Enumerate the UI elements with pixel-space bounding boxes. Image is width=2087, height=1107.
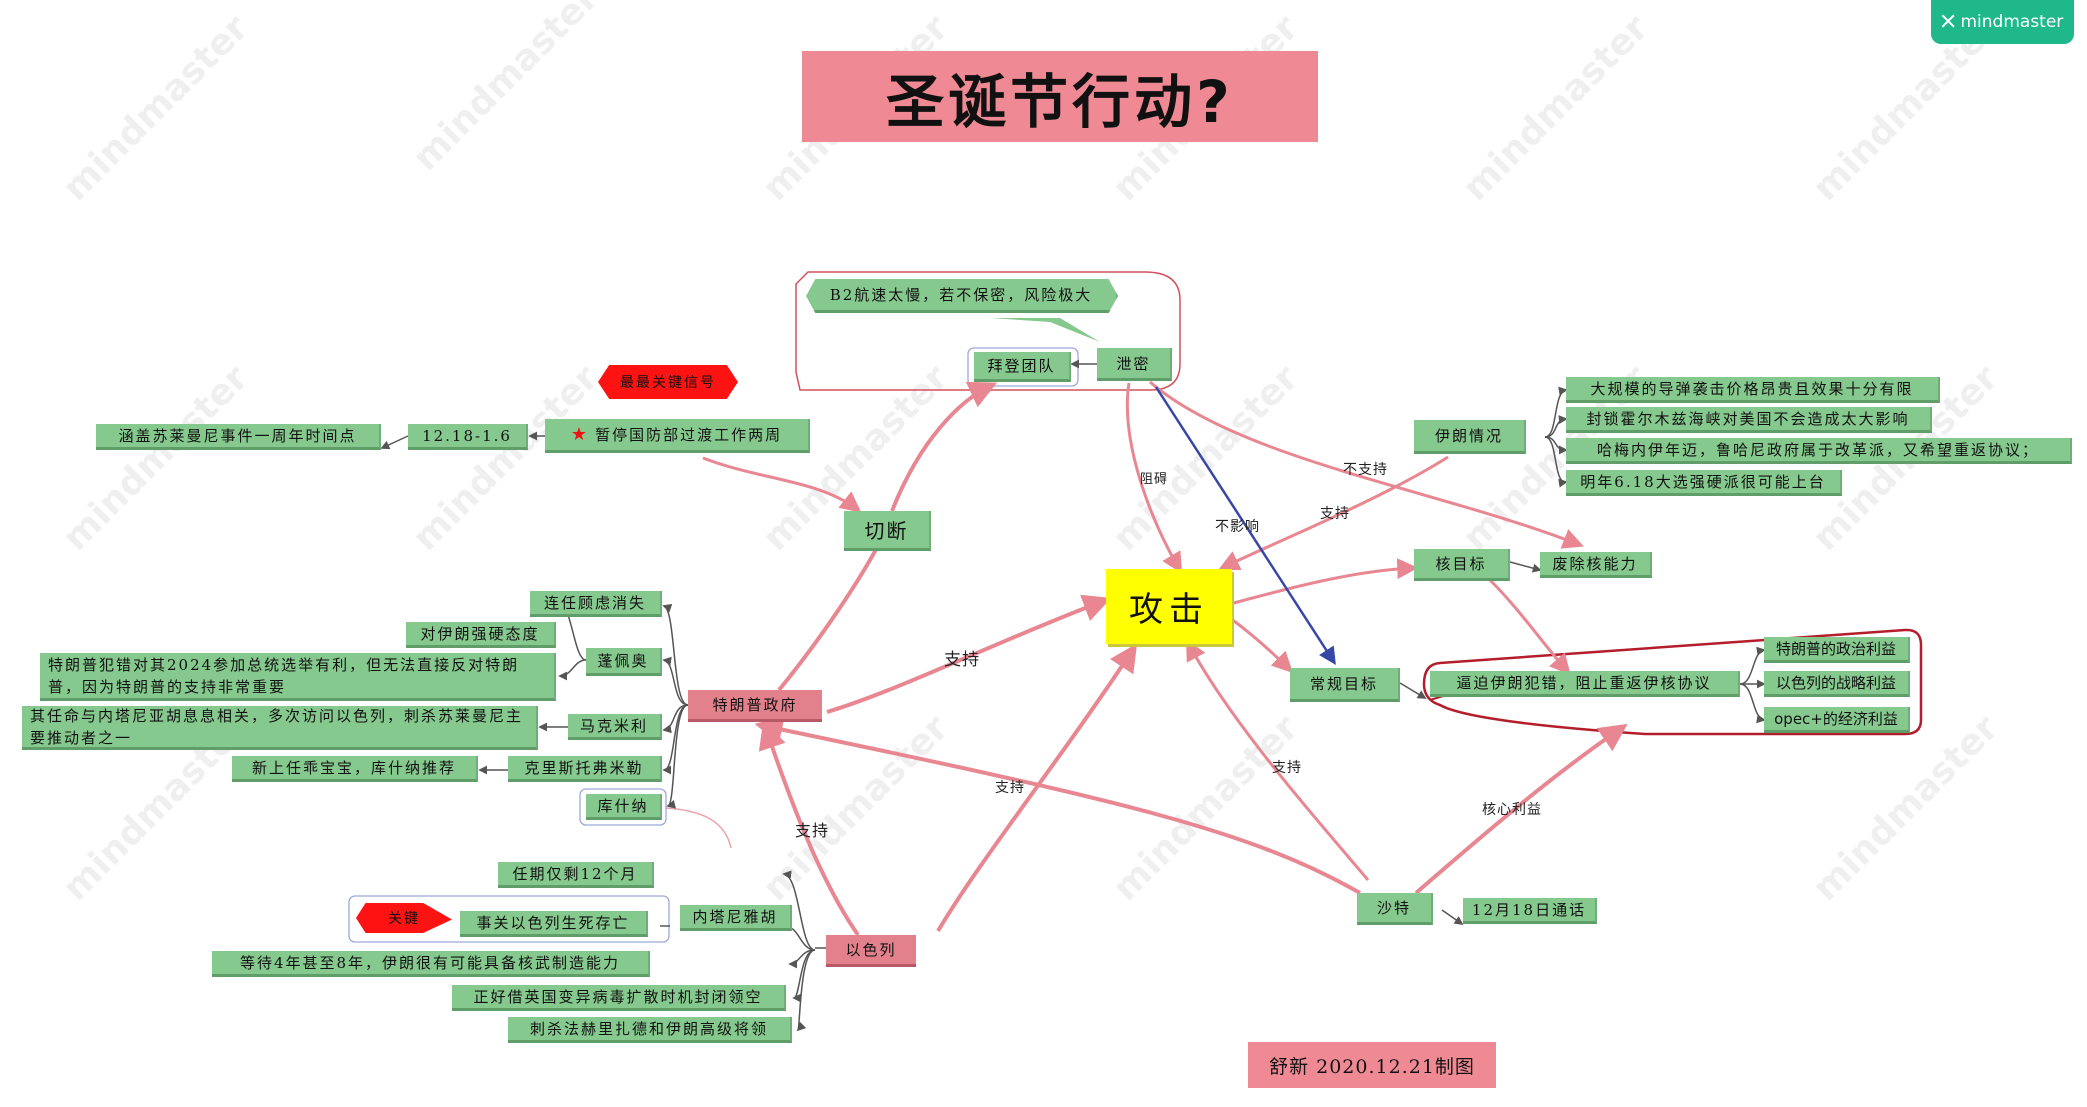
edge-label-support: 支持: [995, 780, 1025, 796]
node-call-1218[interactable]: 12月18日通话: [1463, 898, 1597, 924]
node-conventional-target[interactable]: 常规目标: [1290, 668, 1400, 702]
node-cutoff[interactable]: 切断: [844, 511, 931, 551]
node-force-iran[interactable]: 逼迫伊朗犯错，阻止重返伊核协议: [1430, 671, 1740, 697]
node-kristoph-1[interactable]: 新上任乖宝宝，库什纳推荐: [232, 756, 478, 782]
node-soleimani[interactable]: 涵盖苏莱曼尼事件一周年时间点: [96, 424, 381, 450]
center-node-attack[interactable]: 攻击: [1106, 569, 1232, 644]
node-pompeo-1[interactable]: 连任顾虑消失: [530, 591, 662, 617]
node-pentagon-pause[interactable]: ★ 暂停国防部过渡工作两周: [545, 419, 810, 453]
edge-label-obstruct: 阻碍: [1140, 472, 1169, 487]
node-interest-1[interactable]: 特朗普的政治利益: [1764, 637, 1910, 663]
node-nuclear-target[interactable]: 核目标: [1414, 549, 1510, 581]
node-iran-2[interactable]: 封锁霍尔木兹海峡对美国不会造成太大影响: [1566, 407, 1932, 433]
b2-note[interactable]: B2航速太慢，若不保密，风险极大: [806, 279, 1118, 313]
edge-label-support: 支持: [1272, 760, 1302, 776]
leak-callout-frame: [795, 271, 1181, 391]
node-netanyahu[interactable]: 内塔尼雅胡: [680, 905, 792, 931]
brand-label: mindmaster: [1960, 12, 2064, 32]
mindmaster-logo-icon: ⨉: [1941, 12, 1955, 31]
edge-label-support: 支持: [795, 821, 830, 840]
node-israel[interactable]: 以色列: [826, 935, 916, 967]
node-net-1[interactable]: 任期仅剩12个月: [498, 862, 654, 888]
node-date-range[interactable]: 12.18-1.6: [408, 424, 528, 450]
node-kushner[interactable]: 库什纳: [586, 794, 662, 820]
node-iran-situation[interactable]: 伊朗情况: [1414, 420, 1526, 454]
edge-label-support: 支持: [1320, 506, 1350, 522]
node-miller-1[interactable]: 其任命与内塔尼亚胡息息相关，多次访问以色列，刺杀苏莱曼尼主要推动者之一: [22, 706, 538, 750]
node-interest-3[interactable]: opec+的经济利益: [1764, 707, 1910, 733]
node-saudi[interactable]: 沙特: [1357, 893, 1433, 925]
pentagon-pause-label: 暂停国防部过渡工作两周: [595, 426, 783, 444]
node-iran-1[interactable]: 大规模的导弹袭击价格昂贵且效果十分有限: [1566, 377, 1940, 403]
node-israel-5[interactable]: 刺杀法赫里扎德和伊朗高级将领: [508, 1017, 792, 1043]
edge-label-not-support: 不支持: [1343, 462, 1388, 478]
node-iran-3[interactable]: 哈梅内伊年迈，鲁哈尼政府属于改革派，又希望重返协议；: [1566, 438, 2072, 464]
node-trump-gov[interactable]: 特朗普政府: [688, 690, 822, 722]
node-pompeo-2[interactable]: 对伊朗强硬态度: [406, 622, 556, 648]
footer-credit: 舒新 2020.12.21制图: [1248, 1042, 1496, 1088]
node-interest-2[interactable]: 以色列的战略利益: [1764, 671, 1910, 697]
edge-label-no-effect: 不影响: [1215, 519, 1260, 535]
node-kristoph[interactable]: 克里斯托弗米勒: [508, 756, 662, 782]
node-pompeo-3[interactable]: 特朗普犯错对其2024参加总统选举有利，但无法直接反对特朗普，因为特朗普的支持非…: [40, 653, 556, 701]
brand-badge[interactable]: ⨉ mindmaster: [1931, 0, 2074, 44]
goal-frame: [1422, 628, 1923, 736]
node-pompeo[interactable]: 蓬佩奥: [586, 648, 662, 676]
node-iran-4[interactable]: 明年6.18大选强硬派很可能上台: [1566, 470, 1842, 496]
node-leak[interactable]: 泄密: [1097, 348, 1172, 381]
node-israel-3[interactable]: 等待4年甚至8年，伊朗很有可能具备核武制造能力: [212, 951, 650, 977]
key-signal-badge: 最最关键信号: [598, 365, 738, 399]
node-net-2[interactable]: 事关以色列生死存亡: [460, 911, 648, 937]
page-title: 圣诞节行动?: [802, 51, 1318, 142]
edge-label-core-interest: 核心利益: [1482, 802, 1542, 818]
b2-callout-pointer: [990, 318, 1100, 342]
node-abolish-nuclear[interactable]: 废除核能力: [1540, 552, 1652, 578]
kushner-frame: [579, 788, 667, 826]
star-icon: ★: [570, 424, 590, 445]
node-baiden-team[interactable]: 拜登团队: [974, 352, 1071, 382]
node-israel-4[interactable]: 正好借英国变异病毒扩散时机封闭领空: [452, 985, 786, 1011]
node-miller[interactable]: 马克米利: [568, 714, 662, 740]
edge-label-support: 支持: [944, 650, 980, 670]
key-frame: [348, 895, 670, 943]
